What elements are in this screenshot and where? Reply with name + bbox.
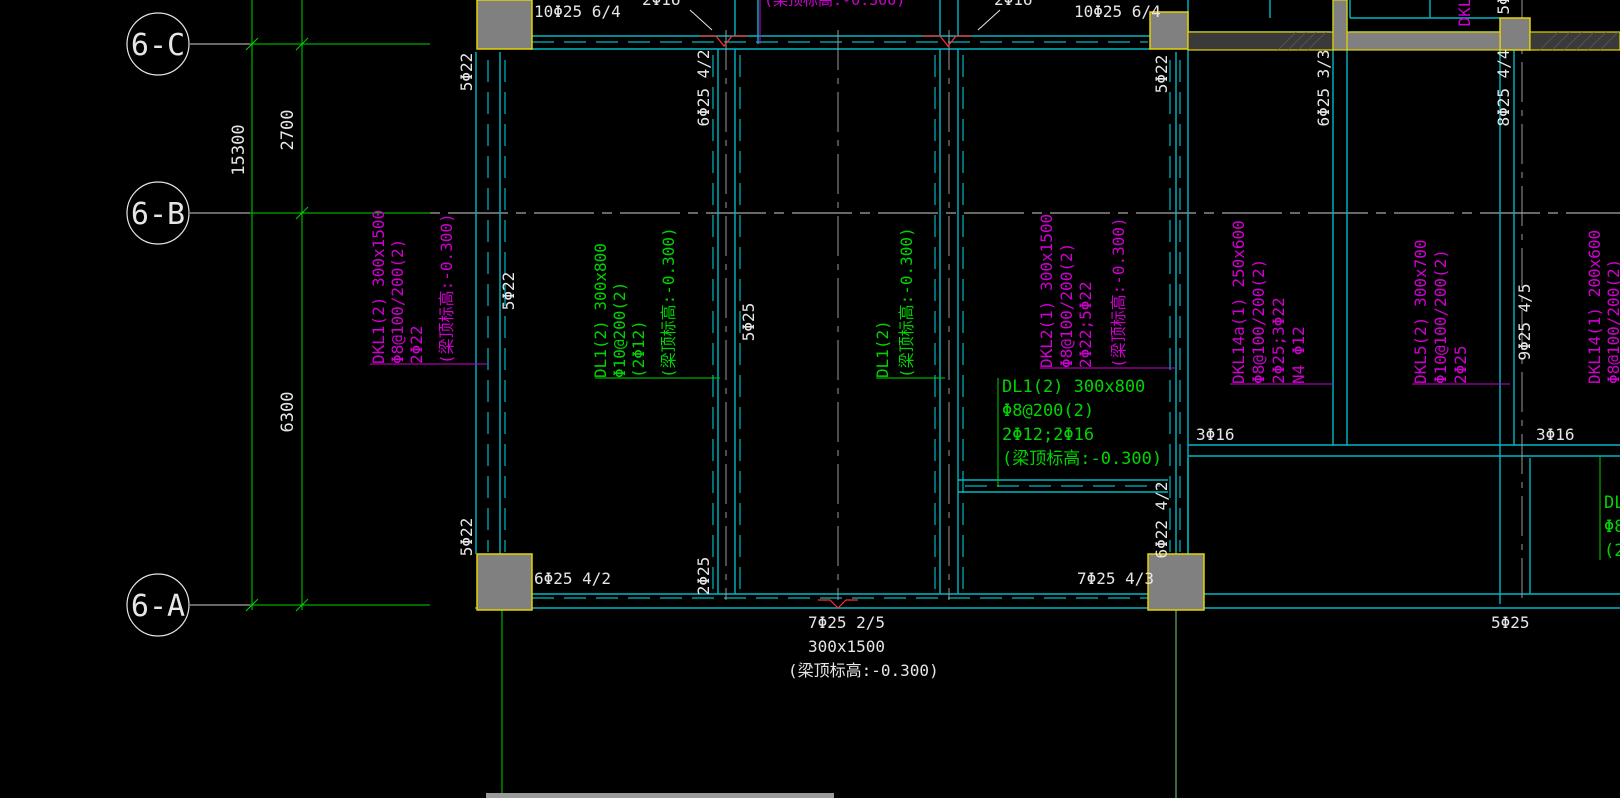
top-partial-elevation: (梁顶标高:-0.300) [764,0,905,9]
rebar-left-5022-top: 5Φ22 [457,53,476,92]
axis-label-6c: 6-C [131,28,185,63]
axis-label-6a: 6-A [131,589,185,624]
beam-dkl14a[interactable]: DKL14a(1) 250x600 Φ8@100/200(2) 2Φ25;3Φ2… [1229,220,1308,384]
svg-text:DKL2(1) 300x1500: DKL2(1) 300x1500 [1037,214,1056,368]
svg-text:Φ8@100/200(2): Φ8@100/200(2) [1249,259,1268,384]
svg-text:Φ10@100/200(2): Φ10@100/200(2) [1431,249,1450,384]
beam-outlines [475,0,1620,609]
center-lines [725,0,1523,600]
rebar-bottom-7025-25: 7Φ25 2/5 [808,613,885,632]
rebar-right-5022: 5Φ22 [1152,55,1171,94]
beam-dl1-a[interactable]: DL1(2) 300x800 Φ10@200(2) (2Φ12) (梁顶标高:-… [591,227,678,378]
svg-text:DL1(2) 300x800: DL1(2) 300x800 [1002,377,1145,397]
svg-text:(2Φ12): (2Φ12) [629,320,648,378]
beam-dl1-b[interactable]: DL1(2) (梁顶标高:-0.300) [873,227,916,378]
rebar-bottom-7025: 7Φ25 4/3 [1077,569,1154,588]
rebar-left-5022-bottom: 5Φ22 [457,518,476,557]
rebar-top-partial-left: 2Φ16 [642,0,681,9]
svg-text:DKL5(2) 300x700: DKL5(2) 300x700 [1411,240,1430,385]
column-a-right [1147,553,1205,611]
beam-elevation-bottom: (梁顶标高:-0.300) [788,661,939,680]
beam-dkl2[interactable]: DKL2(1) 300x1500 Φ8@100/200(2) 2Φ22;5Φ22… [1037,214,1128,368]
svg-text:DL: DL [1604,493,1620,513]
rebar-mid-5025: 5Φ25 [739,303,758,342]
svg-text:Φ8: Φ8 [1604,517,1620,537]
beam-dkl1-left[interactable]: DKL1(2) 300x1500 Φ8@100/200(2) 2Φ22 (梁顶标… [369,210,456,364]
svg-text:(梁顶标高:-0.300): (梁顶标高:-0.300) [897,227,916,378]
axis-label-6b: 6-B [131,197,185,232]
svg-text:(2: (2 [1604,541,1620,561]
svg-text:2Φ22;5Φ22: 2Φ22;5Φ22 [1076,281,1095,368]
hatch-area [1277,31,1619,51]
rebar-right-9025: 9Φ25 4/5 [1515,283,1534,360]
axis-bubble-6a[interactable]: 6-A [126,573,190,637]
beam-dl-partial[interactable]: DL Φ8 (2 [1604,493,1620,561]
rebar-top-right: 10Φ25 6/4 [1074,2,1161,21]
rebar-mid-5022: 5Φ22 [499,272,518,311]
rebar-top-partial-right: 2Φ16 [994,0,1033,9]
rebar-bottom-6022: 6Φ22 4/2 [1152,481,1171,558]
dim-2700: 2700 [278,110,298,151]
columns[interactable] [476,0,1620,611]
svg-text:(梁顶标高:-0.300): (梁顶标高:-0.300) [659,227,678,378]
axis-bubble-6b[interactable]: 6-B [126,181,190,245]
svg-text:Φ10@200(2): Φ10@200(2) [610,282,629,378]
horizontal-scrollbar[interactable] [486,793,834,798]
beam-dl1-c[interactable]: DL1(2) 300x800 Φ8@200(2) 2Φ12;2Φ16 (梁顶标高… [1002,377,1162,469]
rebar-top-partial-5: 5Φ [1494,0,1513,15]
svg-text:(梁顶标高:-0.300): (梁顶标高:-0.300) [437,213,456,364]
wall-top-right-d [1332,0,1348,51]
svg-text:2Φ12;2Φ16: 2Φ12;2Φ16 [1002,425,1094,445]
leader-lines [370,0,1601,560]
svg-text:DKL14a(1) 250x600: DKL14a(1) 250x600 [1229,220,1248,384]
svg-text:N4 Φ12: N4 Φ12 [1289,326,1308,384]
svg-text:2Φ22: 2Φ22 [407,325,426,364]
column-c-left [476,0,533,50]
svg-text:DL1(2) 300x800: DL1(2) 300x800 [591,243,610,378]
rebar-top-left: 10Φ25 6/4 [534,2,621,21]
svg-text:2Φ25: 2Φ25 [1451,345,1470,384]
rebar-bottom-2025: 2Φ25 [694,557,713,596]
wall-top-right-b [1346,31,1501,51]
svg-text:Φ8@100/200(2): Φ8@100/200(2) [388,239,407,364]
wall-top-right-c [1529,31,1620,51]
rebar-bottom-5025: 5Φ25 [1491,613,1530,632]
dkl-partial-top: DKL [1455,0,1474,26]
rebar-col3-6025: 6Φ25 3/3 [1314,49,1333,126]
svg-text:Φ8@100/200(2): Φ8@100/200(2) [1057,243,1076,368]
beam-dkl14-right[interactable]: DKL14(1) 200x600 Φ8@100/200(2) [1585,230,1620,384]
dim-6300: 6300 [278,392,298,433]
svg-text:2Φ25;3Φ22: 2Φ25;3Φ22 [1269,297,1288,384]
column-a-left [476,553,533,611]
rebar-col4-8025: 8Φ25 4/4 [1494,49,1513,126]
rebar-beam-6025: 6Φ25 4/2 [694,49,713,126]
svg-text:(梁顶标高:-0.300): (梁顶标高:-0.300) [1002,449,1162,469]
rebar-3016-b: 3Φ16 [1536,425,1575,444]
rebar-3016-a: 3Φ16 [1196,425,1235,444]
dimension-lines [245,0,309,612]
rebar-dashed-lines [487,41,1181,599]
column-c-right [1149,11,1189,50]
axis-bubble-6c[interactable]: 6-C [126,12,190,76]
svg-text:Φ8@200(2): Φ8@200(2) [1002,401,1094,421]
vertical-rebar-labels[interactable]: 5Φ22 5Φ22 5Φ22 6Φ25 4/2 5Φ25 2Φ25 5Φ22 6… [457,0,1534,595]
rebar-bottom-6025: 6Φ25 4/2 [534,569,611,588]
dim-15300: 15300 [229,124,249,175]
beam-dkl5[interactable]: DKL5(2) 300x700 Φ10@100/200(2) 2Φ25 [1411,240,1470,385]
svg-text:DKL14(1) 200x600: DKL14(1) 200x600 [1585,230,1604,384]
break-symbols [700,35,972,609]
svg-text:Φ8@100/200(2): Φ8@100/200(2) [1604,259,1620,384]
beam-size-300x1500: 300x1500 [808,637,885,656]
column-c-far [1499,17,1531,51]
rebar-labels[interactable]: 10Φ25 6/4 10Φ25 6/4 2Φ16 2Φ16 6Φ25 4/2 7… [534,0,1575,680]
svg-text:DKL1(2) 300x1500: DKL1(2) 300x1500 [369,210,388,364]
svg-text:(梁顶标高:-0.300): (梁顶标高:-0.300) [1109,217,1128,368]
svg-text:DL1(2): DL1(2) [873,320,892,378]
axis-line-green [250,43,430,606]
